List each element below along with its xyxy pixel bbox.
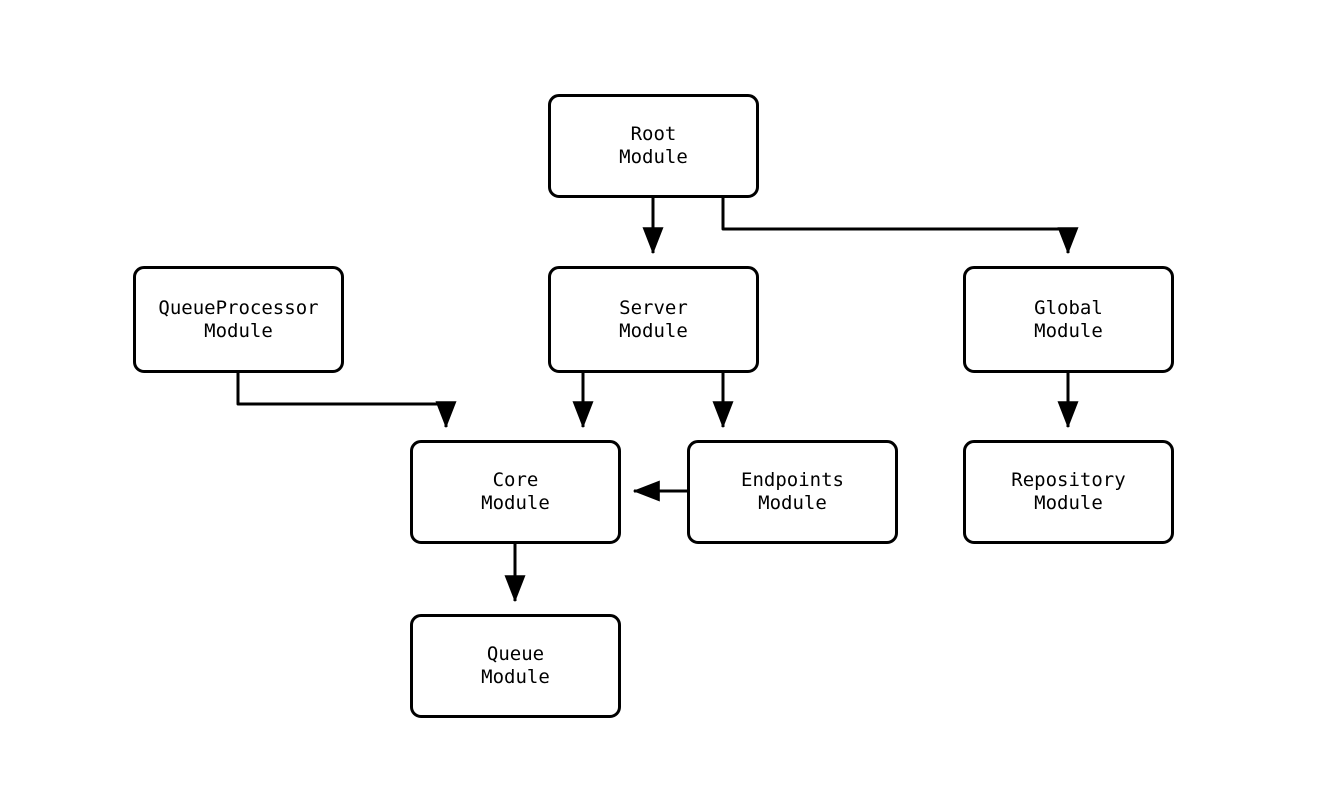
node-queue-module-name: Queue bbox=[486, 643, 545, 665]
node-server-module[interactable]: Server Module bbox=[548, 266, 759, 373]
node-server-module-suffix: Module bbox=[619, 319, 688, 342]
node-repository-module[interactable]: Repository Module bbox=[963, 440, 1174, 544]
node-global-module-suffix: Module bbox=[1034, 319, 1103, 342]
node-core-module-suffix: Module bbox=[481, 492, 550, 514]
node-queueprocessor-module-suffix: Module bbox=[204, 319, 273, 342]
node-root-module-name: Root bbox=[630, 123, 677, 145]
node-queue-module-suffix: Module bbox=[481, 666, 550, 688]
node-root-module[interactable]: Root Module bbox=[548, 94, 759, 198]
node-endpoints-module-suffix: Module bbox=[758, 492, 827, 514]
node-queueprocessor-module-name: QueueProcessor bbox=[158, 296, 319, 319]
node-core-module-name: Core bbox=[492, 469, 539, 491]
node-server-module-name: Server bbox=[619, 296, 688, 319]
node-queueprocessor-module[interactable]: QueueProcessor Module bbox=[133, 266, 344, 373]
node-endpoints-module[interactable]: Endpoints Module bbox=[687, 440, 898, 544]
node-queue-module[interactable]: Queue Module bbox=[410, 614, 621, 718]
node-repository-module-name: Repository bbox=[1011, 469, 1126, 491]
node-root-module-suffix: Module bbox=[619, 146, 688, 168]
node-global-module-name: Global bbox=[1034, 296, 1103, 319]
node-global-module[interactable]: Global Module bbox=[963, 266, 1174, 373]
edge-root-to-global bbox=[721, 198, 1079, 255]
node-repository-module-suffix: Module bbox=[1034, 492, 1103, 514]
edge-queueprocessor-to-core bbox=[236, 373, 457, 429]
node-endpoints-module-name: Endpoints bbox=[741, 469, 844, 491]
node-core-module[interactable]: Core Module bbox=[410, 440, 621, 544]
